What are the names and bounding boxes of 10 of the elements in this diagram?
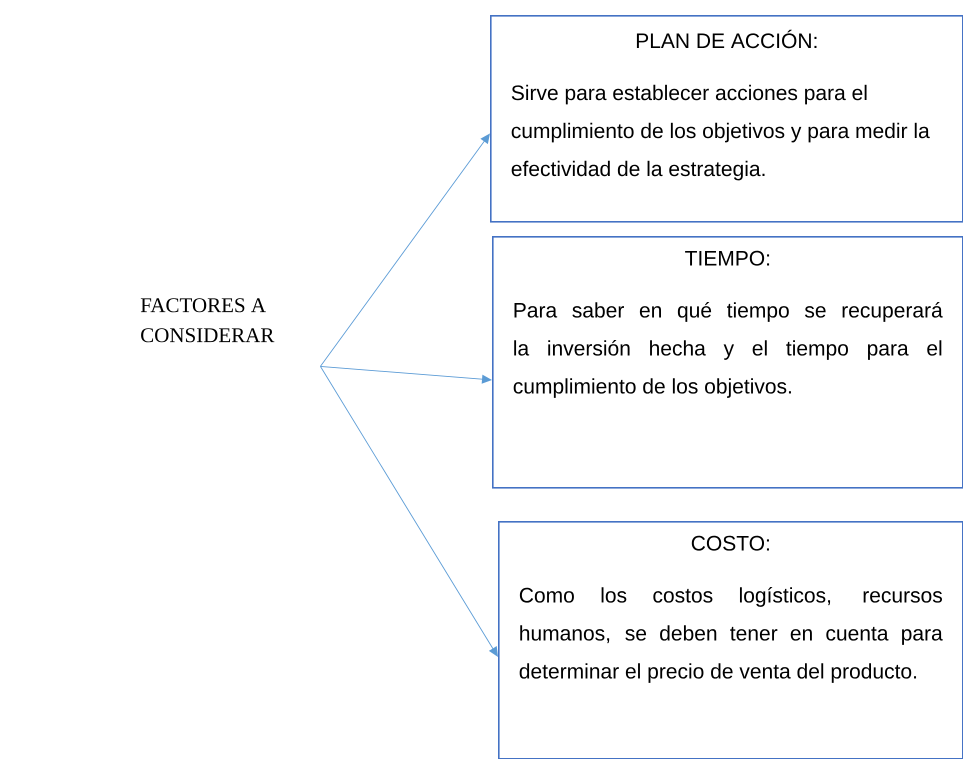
text-box	[492, 236, 963, 489]
text-box	[498, 521, 963, 759]
box-heading: PLAN DE ACCIÓN:	[636, 30, 816, 48]
box-text: Sirve para establecer acciones para el cumplimiento de los objetivos y para medir la efectividad de la estrategia.	[512, 84, 930, 180]
title-text: FACTORES A CONSIDERAR	[140, 298, 274, 342]
box-heading: TIEMPO:	[685, 250, 770, 266]
box-text: Como los costos logísticos, recursos humanos, se deben tener en cuenta para determinar el precio de venta del producto.	[520, 587, 943, 683]
text-box	[490, 15, 963, 223]
box-heading: COSTO:	[692, 536, 769, 551]
box-text: Para saber en qué tiempo se recuperará la inversión hecha y el tiempo para el cumplimiento de los objetivos.	[514, 302, 943, 398]
